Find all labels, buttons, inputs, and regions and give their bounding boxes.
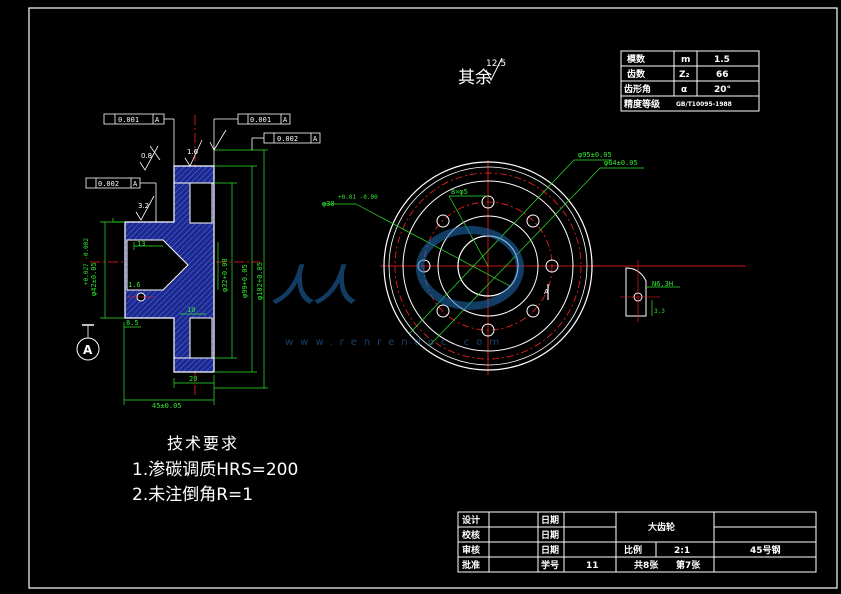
keyway-detail-view: N6.3H 3.3 <box>620 260 680 322</box>
dim-dia-left-b: +0.027 -0.002 <box>83 238 90 285</box>
watermark-url: www.renrendoc.com <box>285 337 506 348</box>
tech-req-item-1: 1.渗碳调质HRS=200 <box>132 460 298 480</box>
param-name-accuracy: 精度等级 <box>624 98 661 110</box>
tb-row3-label: 审核 <box>462 544 480 556</box>
roughness-16-lower: 1.6 <box>128 281 141 289</box>
tol-frame-3-value: 0.002 <box>277 135 298 143</box>
dim-keyway: N6.3H <box>652 280 673 288</box>
dim-bore-tol: +0.01 -0.00 <box>338 194 378 201</box>
tb-row4-label: 批准 <box>462 559 480 571</box>
tol-frame-2-value: 0.001 <box>250 116 271 124</box>
roughness-32: 3.2 <box>138 202 149 210</box>
dim-web-width: 20 <box>189 375 197 383</box>
tol-frame-1-value: 0.001 <box>118 116 139 124</box>
dim-bore-dia: φ30 <box>322 200 335 208</box>
roughness-16-top: 1.6 <box>187 148 199 156</box>
watermark-logo-text: 人人 <box>272 261 356 310</box>
dim-hub-depth: 13 <box>137 240 145 248</box>
param-name-module: 模数 <box>627 53 646 65</box>
tb-part-name: 大齿轮 <box>648 521 675 533</box>
roughness-symbol-icon <box>485 57 503 82</box>
tb-row2-date-label: 日期 <box>541 529 559 541</box>
param-value-module: 1.5 <box>714 55 730 65</box>
dim-dia-mid-b: φ99+0.05 <box>241 264 249 298</box>
tb-sheet-no: 第7张 <box>676 559 701 571</box>
gear-parameter-table: 模数 m 1.5 齿数 Z₂ 66 齿形角 α 20° 精度等级 GB/T100… <box>620 50 760 112</box>
param-symbol-module: m <box>681 55 690 65</box>
rest-roughness-label: 其余 <box>458 68 492 88</box>
param-symbol-angle: α <box>681 85 687 95</box>
dim-dia-left-a: φ42±0.05 <box>90 262 98 296</box>
tb-row2-label: 校核 <box>462 529 480 541</box>
tb-scale-value: 2:1 <box>674 546 690 556</box>
dim-holes: 8×φ5 <box>451 188 468 196</box>
technical-requirements: 技术要求 1.渗碳调质HRS=200 2.未注倒角R=1 <box>132 434 298 505</box>
dim-dia-right: φ102+0.05 <box>256 262 264 300</box>
tb-row3-date-label: 日期 <box>541 544 559 556</box>
drawing-border <box>28 7 838 589</box>
dim-left-offset: 8.5 <box>126 319 139 327</box>
param-symbol-teeth: Z₂ <box>679 70 690 80</box>
tol-frame-1-datum: A <box>155 116 160 124</box>
tb-row4-id-label: 学号 <box>541 559 559 571</box>
tol-frame-3-datum: A <box>313 135 318 143</box>
param-name-teeth: 齿数 <box>627 68 646 80</box>
datum-a-label: A <box>83 343 93 357</box>
dim-dia-mid-a: φ32+0.08 <box>221 258 229 292</box>
tb-sheet-total: 共8张 <box>634 559 659 571</box>
tech-req-heading: 技术要求 <box>167 434 239 453</box>
dim-rim: 10 <box>187 306 195 314</box>
dim-width-total: 45±0.05 <box>152 402 182 410</box>
tol-frame-2-datum: A <box>283 116 288 124</box>
tb-material: 45号钢 <box>750 544 781 556</box>
section-mark-a: A <box>544 288 549 296</box>
tb-row4-id-value: 11 <box>586 561 599 571</box>
param-value-accuracy: GB/T10095-1988 <box>676 101 732 108</box>
watermark: 人人 www.renrendoc.com <box>272 226 524 348</box>
title-block: 设计 日期 校核 日期 审核 日期 批准 学号 11 大齿轮 比例 2:1 45… <box>457 511 817 573</box>
roughness-08: 0.8 <box>141 152 152 160</box>
dim-pcd-outer: φ95±0.05 <box>578 151 612 159</box>
dim-keyway-depth: 3.3 <box>654 308 665 315</box>
section-view: 45±0.05 20 13 8.5 10 1.6 φ42±0.05 +0.027… <box>76 113 321 410</box>
tb-scale-label: 比例 <box>624 544 642 556</box>
tb-row1-date-label: 日期 <box>541 514 559 526</box>
tech-req-item-2: 2.未注倒角R=1 <box>132 485 253 505</box>
tb-row1-label: 设计 <box>462 514 480 526</box>
tol-frame-4-datum: A <box>133 180 138 188</box>
tol-frame-4-value: 0.002 <box>98 180 119 188</box>
param-name-angle: 齿形角 <box>624 83 651 95</box>
dim-pcd-inner: φ64±0.05 <box>604 159 638 167</box>
rest-roughness-value: 12.5 <box>486 59 506 69</box>
param-value-teeth: 66 <box>716 70 729 80</box>
param-value-angle: 20° <box>714 85 731 95</box>
